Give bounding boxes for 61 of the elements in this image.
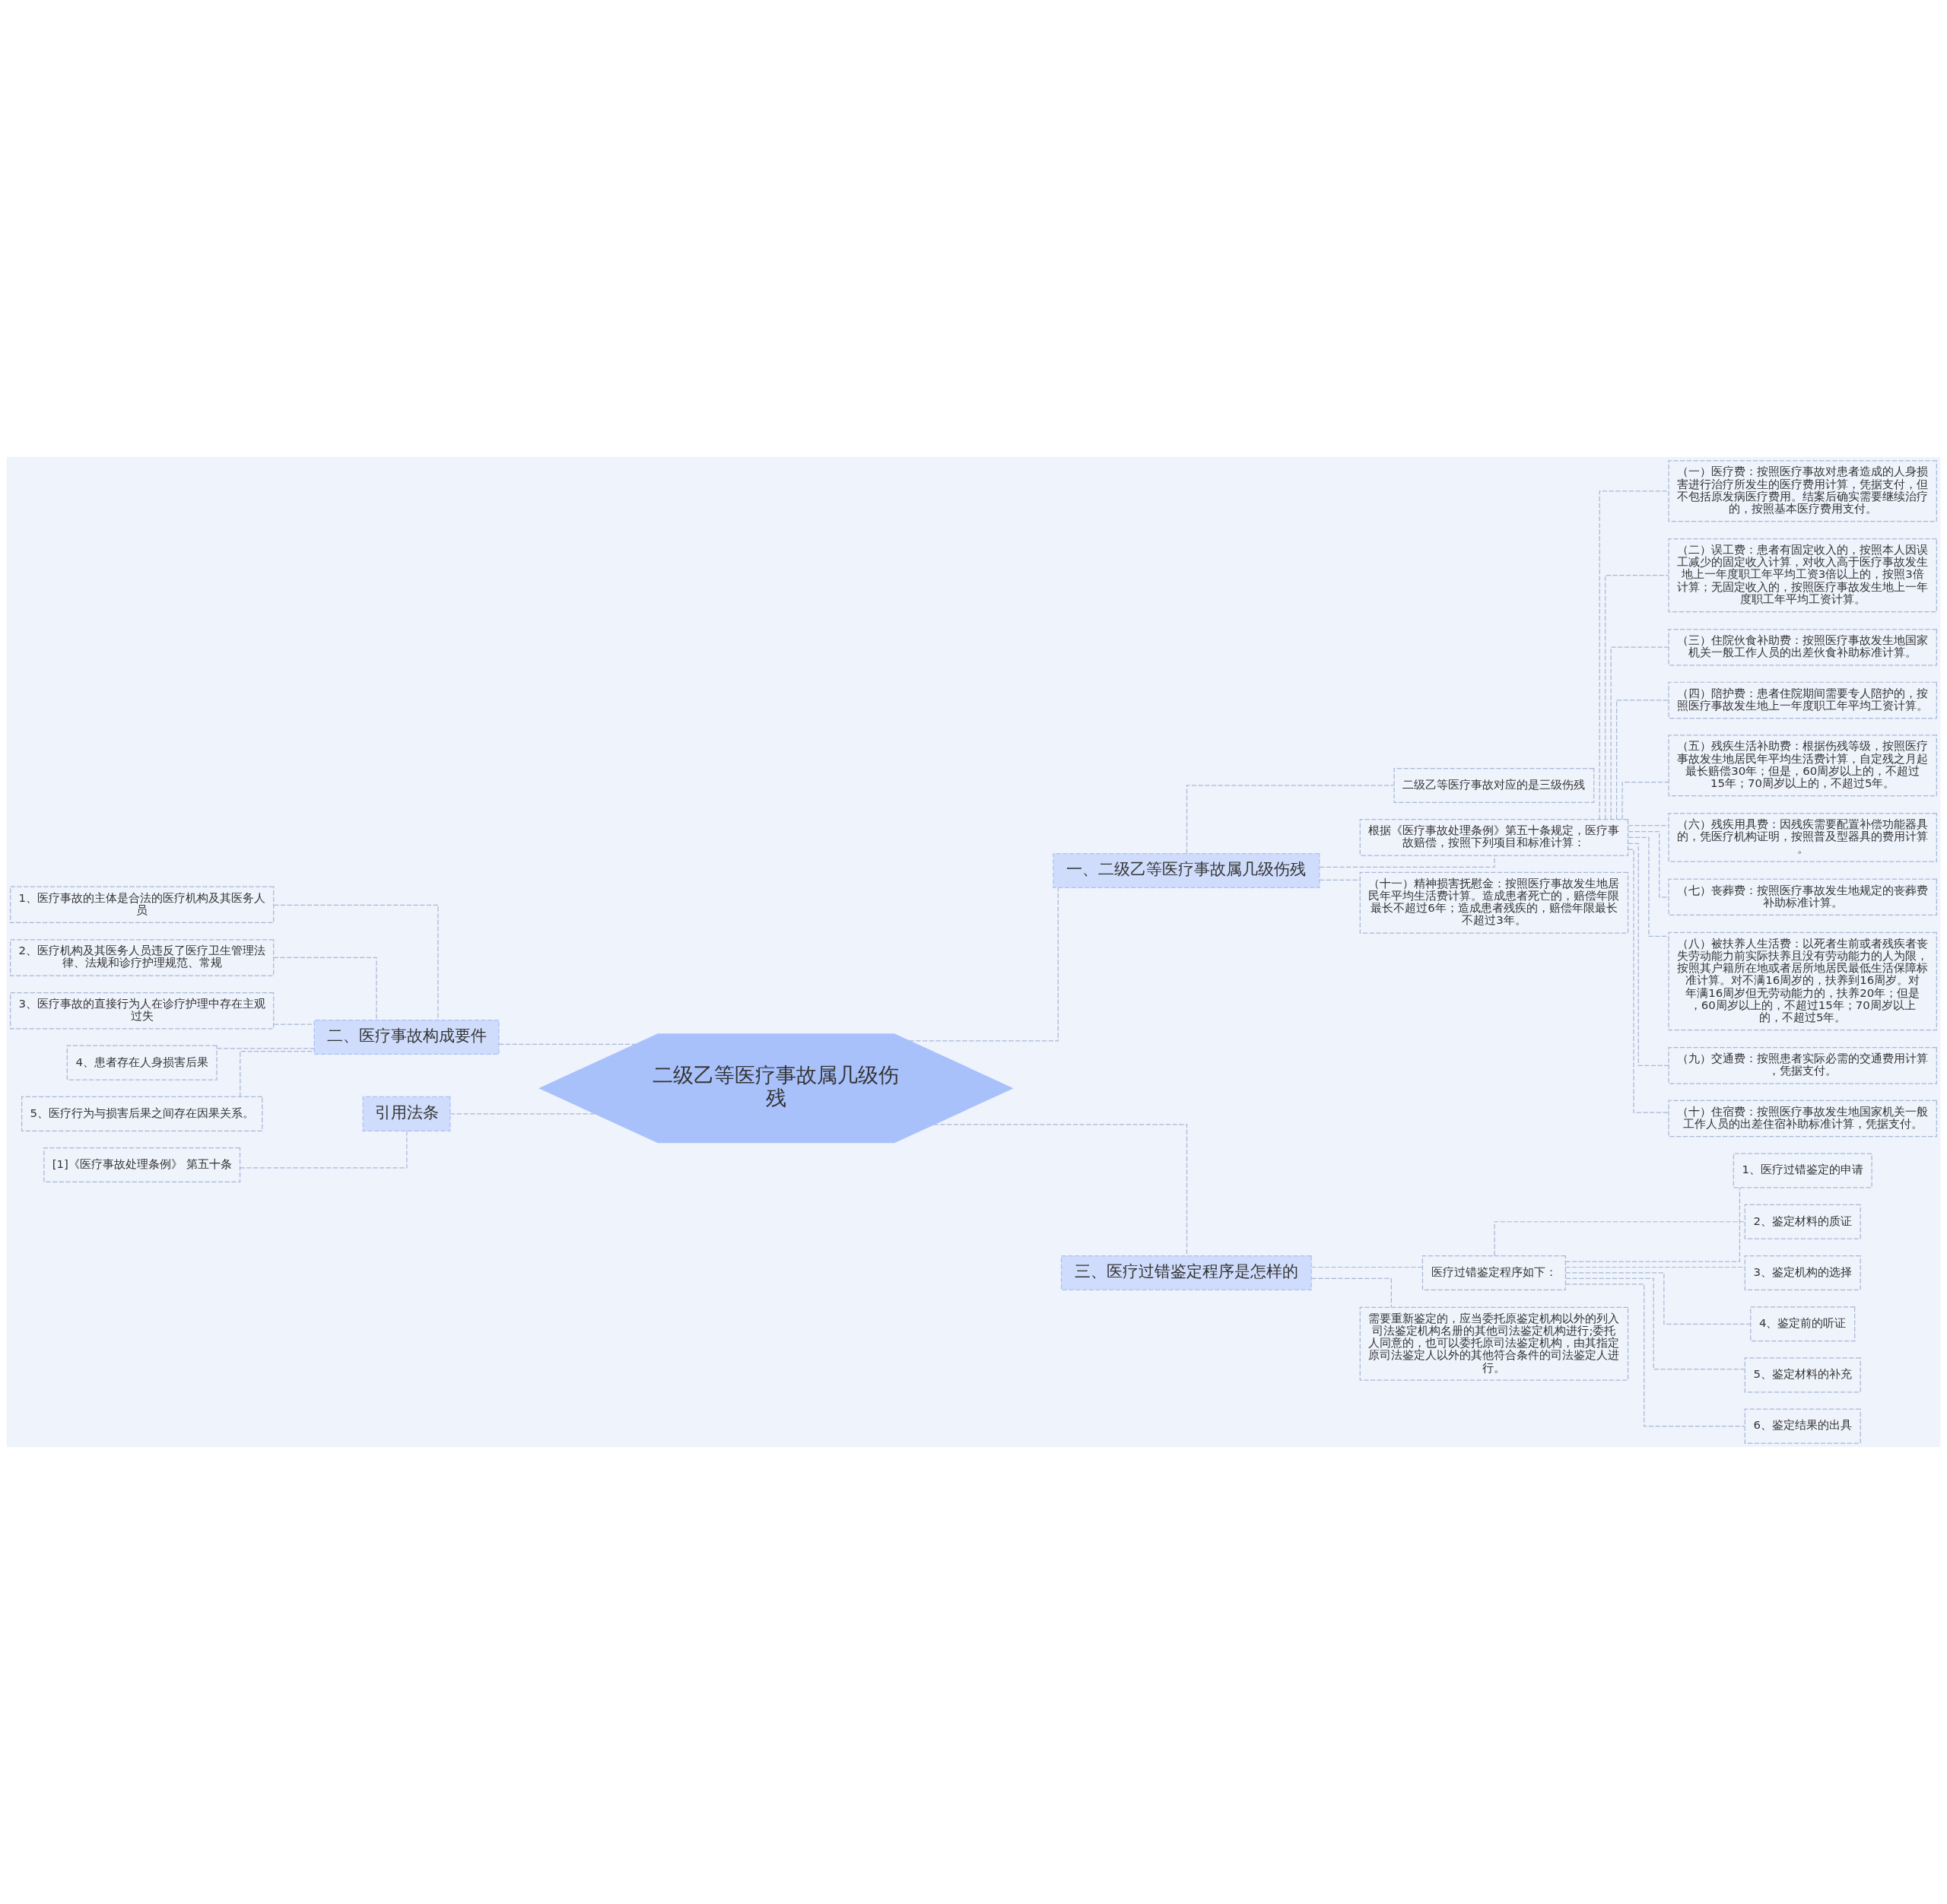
connector <box>1605 574 1669 820</box>
node-box: 4、患者存在人身损害后果 <box>66 1045 218 1081</box>
connector <box>1610 646 1669 820</box>
connector <box>1319 855 1495 868</box>
node-box: 二、医疗事故构成要件 <box>313 1020 500 1055</box>
node-box: （九）交通费：按照患者实际必需的交通费用计算，凭据支付。 <box>1668 1047 1937 1084</box>
node-box: （一）医疗费：按照医疗事故对患者造成的人身损害进行治疗所发生的医疗费用计算，凭据支付，但不包括原发病医疗费用。结案后确实需要继续治疗的，按照基本医疗费用支付。 <box>1668 460 1937 522</box>
connector <box>1599 490 1669 820</box>
connector <box>933 1124 1188 1256</box>
connector <box>1319 879 1361 881</box>
node-box: （五）残疾生活补助费：根据伤残等级，按照医疗事故发生地居民年平均生活费计算，自定残之月起最长赔偿30年；但是，60周岁以上的，不超过15年；70周岁以上的，不超过5年。 <box>1668 735 1937 797</box>
connector <box>1186 785 1395 854</box>
node-box: 6、鉴定结果的出具 <box>1744 1408 1861 1444</box>
node-box: 三、医疗过错鉴定程序是怎样的 <box>1060 1255 1312 1290</box>
node-box: 3、医疗事故的直接行为人在诊疗护理中存在主观过失 <box>10 992 275 1030</box>
node-box: 二级乙等医疗事故对应的是三级伤残 <box>1393 767 1595 803</box>
node-box: （三）住院伙食补助费：按照医疗事故发生地国家机关一般工作人员的出差伙食补助标准计算。 <box>1668 628 1937 666</box>
connector <box>1628 830 1669 898</box>
node-box: 5、鉴定材料的补充 <box>1744 1357 1861 1393</box>
node-box: 3、鉴定机构的选择 <box>1744 1255 1861 1290</box>
node-box: （四）陪护费：患者住院期间需要专人陪护的，按照医疗事故发生地上一年度职工年平均工资计算。 <box>1668 681 1937 719</box>
node-box: 一、二级乙等医疗事故属几级伤残 <box>1053 852 1320 888</box>
connector <box>273 904 439 1020</box>
connector <box>1565 1187 1741 1262</box>
connector <box>273 957 377 1020</box>
node-box: （十）住宿费：按照医疗事故发生地国家机关一般工作人员的出差住宿补助标准计算，凭据支付。 <box>1668 1100 1937 1138</box>
connector <box>498 1043 637 1045</box>
connector <box>1564 1284 1745 1427</box>
connector <box>240 1130 408 1169</box>
node-box: 5、医疗行为与损害后果之间存在因果关系。 <box>21 1096 263 1131</box>
connector <box>240 1051 315 1098</box>
node-box: 医疗过错鉴定程序如下： <box>1421 1255 1566 1290</box>
node-box: （八）被扶养人生活费：以死者生前或者残疾者丧失劳动能力前实际扶养且没有劳动能力的人为限，按照其户籍所在地或者居所地居民最低生活保障标准计算。对不满16周岁的，扶养到16周岁。对年满16周岁但无劳动能力的，扶养20年；但是，60周岁以上的，不超过15年；70周岁以上的，不超过5年。 <box>1668 931 1937 1031</box>
node-box: 1、医疗过错鉴定的申请 <box>1733 1153 1872 1188</box>
node-box: （六）残疾用具费：因残疾需要配置补偿功能器具的，凭医疗机构证明，按照普及型器具的费用计算。 <box>1668 813 1937 862</box>
connector <box>216 1048 315 1049</box>
node-box: （二）误工费：患者有固定收入的，按照本人因误工减少的固定收入计算，对收入高于医疗事故发生地上一年度职工年平均工资3倍以上的，按照3倍计算；无固定收入的，按照医疗事故发生地上一年度职工年平均工资计算。 <box>1668 538 1937 613</box>
node-box: 引用法条 <box>362 1096 451 1131</box>
connector <box>1564 1272 1751 1325</box>
connector <box>1621 781 1669 820</box>
node-box: 1、医疗事故的主体是合法的医疗机构及其医务人员 <box>10 886 275 924</box>
connector <box>908 887 1059 1042</box>
connector <box>1564 1266 1745 1268</box>
connector <box>1627 843 1669 1066</box>
connector <box>1565 1277 1745 1370</box>
node-box: 需要重新鉴定的，应当委托原鉴定机构以外的列入司法鉴定机构名册的其他司法鉴定机构进行;委托人同意的，也可以委托原司法鉴定机构，由其指定原司法鉴定人以外的其他符合条件的司法鉴定人进行。 <box>1359 1306 1629 1381</box>
connector <box>1628 825 1669 827</box>
node-box: 4、鉴定前的听证 <box>1750 1306 1856 1342</box>
node-box: 2、医疗机构及其医务人员违反了医疗卫生管理法律、法规和诊疗护理规范、常规 <box>10 939 275 976</box>
node-box: （十一）精神损害抚慰金：按照医疗事故发生地居民年平均生活费计算。造成患者死亡的，赔偿年限最长不超过6年；造成患者残疾的，赔偿年限最长不超过3年。 <box>1359 871 1629 934</box>
node-box: 根据《医疗事故处理条例》第五十条规定，医疗事故赔偿，按照下列项目和标准计算： <box>1359 819 1629 856</box>
connector <box>1310 1266 1423 1268</box>
connector <box>273 1023 315 1025</box>
connector <box>1616 700 1669 820</box>
node-box: （七）丧葬费：按照医疗事故发生地规定的丧葬费补助标准计算。 <box>1668 878 1937 916</box>
node-box: [1]《医疗事故处理条例》 第五十条 <box>43 1147 241 1183</box>
connector <box>1494 1221 1745 1256</box>
connector <box>1310 1277 1392 1308</box>
connector <box>449 1113 596 1115</box>
connector <box>1628 836 1669 938</box>
node-box: 2、鉴定材料的质证 <box>1744 1204 1861 1239</box>
